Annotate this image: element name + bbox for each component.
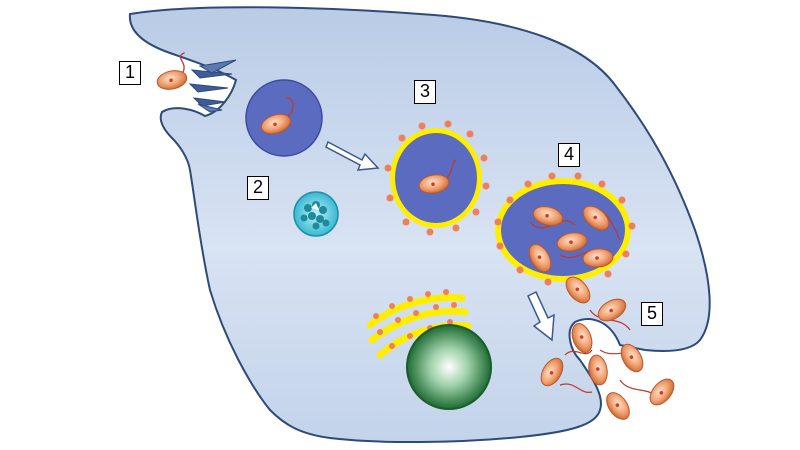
step-label-5: 5 (641, 302, 663, 326)
bacterium-icon (154, 52, 190, 93)
membrane-ruffles (188, 59, 237, 113)
step-label-3: 3 (414, 80, 436, 104)
lysosome-icon (293, 191, 339, 237)
nucleus-icon (406, 324, 492, 410)
arrow-icon (527, 290, 555, 342)
step-label-2: 2 (247, 176, 269, 200)
vacuole-icon (494, 172, 636, 288)
arrow-icon (325, 140, 380, 171)
released-bacteria (536, 272, 680, 424)
vacuole-icon (384, 120, 490, 236)
vacuole-icon (245, 79, 323, 157)
step-label-4: 4 (558, 143, 580, 167)
step-label-1: 1 (119, 61, 141, 85)
